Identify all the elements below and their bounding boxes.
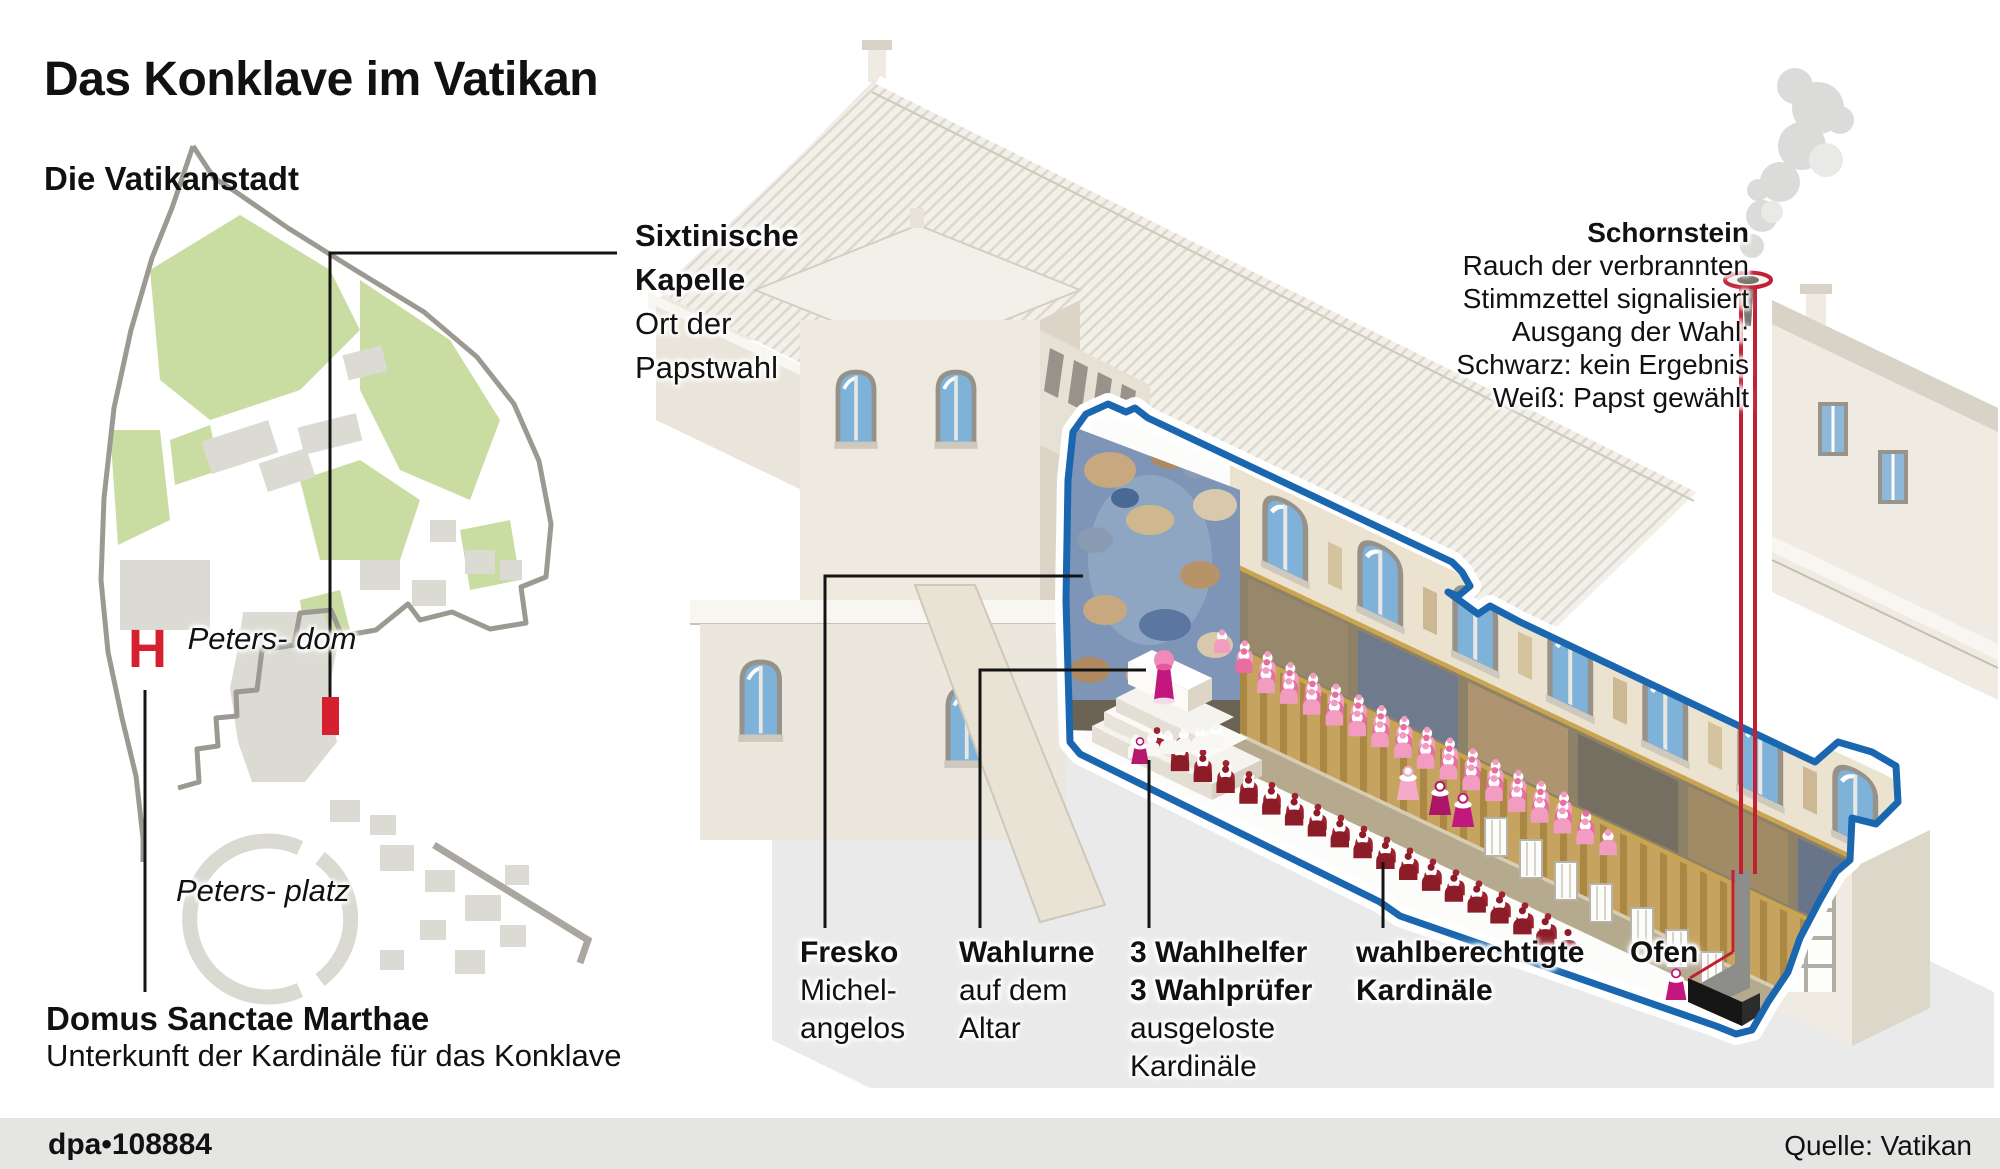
avenue-wall bbox=[432, 842, 593, 965]
smoke bbox=[1740, 68, 1854, 258]
label-petersdom: Peters- dom bbox=[187, 621, 357, 656]
leader-sixtinische bbox=[328, 251, 617, 697]
stove bbox=[1688, 870, 1760, 1026]
cutaway-outline bbox=[1062, 400, 1902, 1038]
ballot-urn bbox=[1153, 650, 1175, 705]
label-petersplatz: Peters- platz bbox=[175, 873, 351, 908]
annotation-kardinaele: wahlberechtigte Kardinäle bbox=[1356, 936, 1585, 1007]
vatican-wall bbox=[98, 144, 554, 862]
gardens bbox=[110, 215, 520, 640]
footer-bar bbox=[0, 1118, 2000, 1169]
annotation-wahlurne: Wahlurne auf dem Altar bbox=[959, 936, 1095, 1045]
marker-domus-h: H bbox=[128, 619, 167, 679]
annotation-schornstein: Schornstein Rauch der verbrannten Stimmz… bbox=[1456, 217, 1749, 413]
map-buildings bbox=[120, 345, 529, 974]
leader-wahlurne bbox=[978, 668, 1146, 928]
window bbox=[1818, 402, 1908, 504]
chimney bbox=[1723, 270, 1773, 874]
left-annex-building bbox=[690, 208, 1150, 924]
footer-credit: dpa•108884 bbox=[48, 1128, 212, 1161]
annotation-wahlhelfer: 3 Wahlhelfer 3 Wahlprüfer ausgeloste Kar… bbox=[1130, 936, 1313, 1083]
annotation-sixtinische-kapelle: Sixtinische Kapelle Ort der Papstwahl bbox=[635, 218, 799, 385]
petersplatz-colonnade bbox=[182, 833, 359, 1005]
vatican-map bbox=[98, 144, 593, 1005]
annotation-ofen: Ofen bbox=[1630, 936, 1699, 969]
page-title: Das Konklave im Vatikan bbox=[44, 53, 599, 106]
buttress-beam bbox=[913, 584, 1107, 924]
leader-fresko bbox=[823, 574, 1083, 928]
map-subtitle: Die Vatikanstadt bbox=[44, 160, 299, 197]
annotation-domus: Domus Sanctae Marthae Unterkunft der Kar… bbox=[46, 1000, 622, 1073]
leader-lines bbox=[143, 251, 1385, 992]
footer-source: Quelle: Vatikan bbox=[1784, 1130, 1972, 1161]
annotation-fresko: Fresko Michel- angelos bbox=[800, 936, 906, 1045]
marker-sistine-chapel bbox=[322, 697, 339, 735]
petersdom-building bbox=[230, 612, 337, 782]
